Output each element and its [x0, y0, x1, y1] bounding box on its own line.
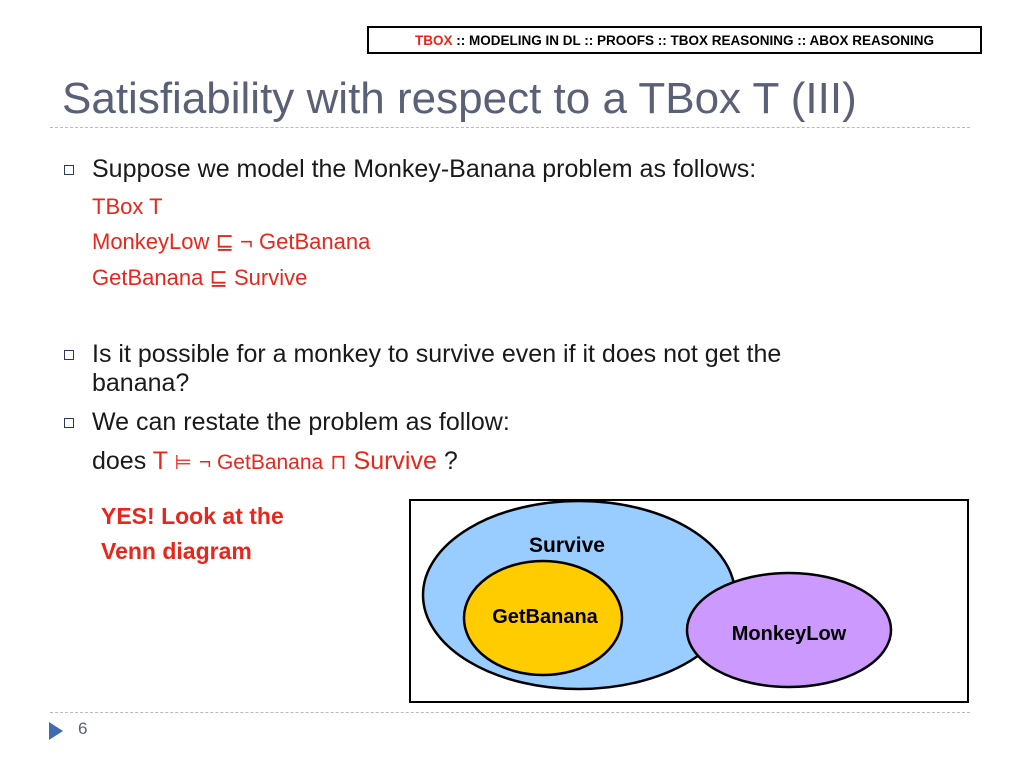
query-negated-getbanana: ¬ GetBanana: [198, 451, 324, 474]
query-prefix: does: [92, 447, 153, 475]
survive-label: Survive: [529, 534, 605, 557]
bullet-3-text: We can restate the problem as follow:: [92, 408, 510, 436]
answer-line-1: YES! Look at the: [101, 503, 284, 529]
title-divider: [50, 127, 970, 128]
bullet-2-line-2: banana?: [92, 369, 190, 397]
restated-query: does T ⊨ ¬ GetBanana ⊓ Survive ?: [92, 447, 458, 476]
monkeylow-set: [685, 571, 893, 689]
query-intersection-symbol: ⊓: [330, 451, 347, 474]
query-entails-symbol: ⊨: [174, 452, 192, 474]
slide-arrow-icon: [49, 722, 63, 740]
page-title: Satisfiability with respect to a TBox T …: [62, 74, 857, 123]
bullet-1-text: Suppose we model the Monkey-Banana probl…: [92, 155, 757, 183]
tbox-heading: TBox T: [92, 194, 163, 219]
footer-divider: [50, 712, 970, 713]
getbanana-set: [462, 559, 624, 677]
answer-line-2: Venn diagram: [101, 538, 252, 564]
venn-diagram: Survive GetBanana MonkeyLow: [409, 499, 969, 703]
bullet-square-icon: [64, 165, 74, 175]
breadcrumb-rest: :: MODELING IN DL :: PROOFS :: TBOX REAS…: [456, 32, 935, 48]
tbox-axiom-2: GetBanana ⊑ Survive: [92, 265, 308, 290]
page-number: 6: [78, 719, 88, 738]
breadcrumb: TBOX :: MODELING IN DL :: PROOFS :: TBOX…: [367, 26, 982, 54]
breadcrumb-active: TBOX: [414, 32, 453, 48]
tbox-axiom-1: MonkeyLow ⊑ ¬ GetBanana: [92, 229, 371, 254]
query-suffix: ?: [436, 447, 458, 475]
bullet-square-icon: [64, 418, 74, 428]
bullet-2-line-1: Is it possible for a monkey to survive e…: [92, 340, 782, 368]
monkeylow-label: MonkeyLow: [732, 623, 847, 645]
venn-diagram-canvas: Survive GetBanana MonkeyLow: [421, 501, 893, 691]
query-survive: Survive: [353, 447, 437, 475]
query-tbox: T: [152, 447, 168, 475]
getbanana-label: GetBanana: [492, 606, 598, 628]
bullet-square-icon: [64, 350, 74, 360]
